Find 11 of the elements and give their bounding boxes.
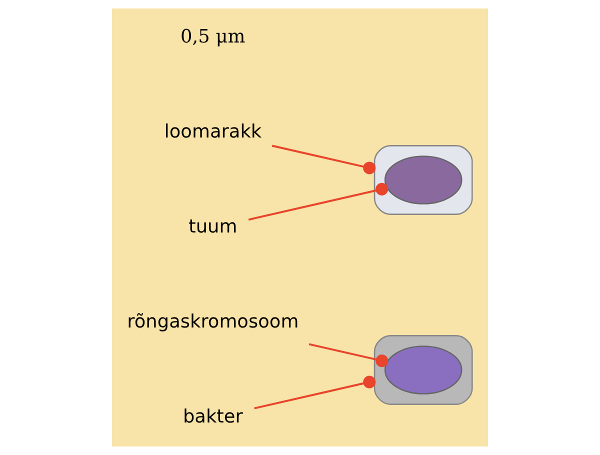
connector xyxy=(272,144,376,174)
connector xyxy=(308,343,388,368)
connector xyxy=(248,182,388,221)
node-text: loomarakk xyxy=(164,121,262,142)
node-circle xyxy=(384,156,462,204)
connector xyxy=(254,376,376,410)
node-circle xyxy=(384,346,462,394)
label: 0,5 μm xyxy=(180,26,246,48)
node-text: tuum xyxy=(188,216,238,238)
node-text: rõngaskromosoom xyxy=(127,311,299,332)
node-text: bakter xyxy=(182,406,243,428)
